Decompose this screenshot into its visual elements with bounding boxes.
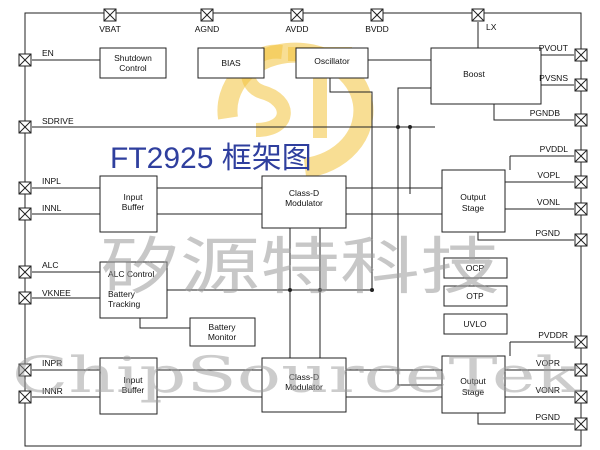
output-stage-right-block	[441, 355, 506, 414]
pin-inpr: INPR	[18, 358, 62, 377]
battery-tracking-label-2: Tracking	[108, 299, 141, 309]
pin-label-innl: INNL	[42, 203, 62, 213]
pin-bvdd: BVDD	[365, 8, 389, 34]
input-buffer-left-label-1: Input	[124, 192, 144, 202]
diagram-title: FT2925 框架图	[110, 142, 312, 175]
pin-label-innr: INNR	[42, 386, 63, 396]
pin-label-vbat: VBAT	[99, 24, 121, 34]
ocp-block	[443, 257, 508, 279]
pin-label-agnd: AGND	[195, 24, 220, 34]
watermark-english: ChipSourceTek	[12, 346, 581, 404]
bias-block	[197, 47, 265, 79]
alc-tracking-block	[99, 261, 168, 319]
pin-label-vonr: VONR	[535, 385, 560, 395]
pin-pvout: PVOUT	[539, 43, 588, 62]
pin-label-vknee: VKNEE	[42, 288, 71, 298]
input-buffer-right-label-1: Input	[124, 375, 144, 385]
pin-avdd: AVDD	[286, 8, 309, 34]
left-pins: EN SDRIVE INPL INNL ALC VKNEE	[18, 48, 74, 404]
alc-control-label: ALC Control	[108, 269, 154, 279]
pin-innr: INNR	[18, 386, 63, 404]
class-d-left-label-2: Modulator	[285, 198, 323, 208]
pin-vopr: VOPR	[536, 358, 588, 377]
pin-innl: INNL	[18, 203, 62, 221]
pin-lx: LX	[471, 8, 497, 32]
uvlo-block	[443, 313, 508, 335]
pin-label-pgnd-left: PGND	[535, 228, 560, 238]
pin-label-inpl: INPL	[42, 176, 61, 186]
output-stage-left-label-1: Output	[460, 192, 486, 202]
pin-vknee: VKNEE	[18, 288, 71, 305]
pin-sdrive: SDRIVE	[18, 116, 74, 134]
pin-agnd: AGND	[195, 8, 220, 34]
output-stage-right-label-1: Output	[460, 376, 486, 386]
pin-pvsns: PVSNS	[539, 73, 588, 92]
output-stage-left-block	[441, 169, 506, 233]
top-pins: VBAT AGND AVDD BVDD LX	[99, 8, 497, 34]
pin-label-pvout: PVOUT	[539, 43, 568, 53]
pin-vopl: VOPL	[537, 170, 588, 189]
pin-alc: ALC	[18, 260, 59, 279]
otp-label: OTP	[466, 291, 484, 301]
watermark-chinese: 矽源特科技	[100, 230, 500, 303]
signal-wires	[32, 22, 574, 425]
pin-label-vonl: VONL	[537, 197, 560, 207]
oscillator-block	[295, 47, 369, 79]
pin-label-vopl: VOPL	[537, 170, 560, 180]
pin-label-lx: LX	[486, 22, 497, 32]
pin-inpl: INPL	[18, 176, 61, 195]
shutdown-label-1: Shutdown	[114, 53, 152, 63]
boost-block	[430, 47, 542, 105]
pin-pvddr: PVDDR	[538, 330, 588, 349]
function-blocks	[99, 47, 542, 415]
pin-label-pvddl: PVDDL	[540, 144, 569, 154]
pin-label-sdrive: SDRIVE	[42, 116, 74, 126]
bias-label: BIAS	[221, 58, 241, 68]
pin-label-pgndb: PGNDB	[530, 108, 561, 118]
pin-en: EN	[18, 48, 54, 67]
block-labels: Shutdown Control BIAS Oscillator Boost I…	[108, 53, 487, 397]
input-buffer-left-block	[99, 175, 158, 233]
class-d-modulator-right-block	[261, 357, 347, 413]
class-d-right-label-2: Modulator	[285, 382, 323, 392]
battery-monitor-block	[189, 317, 256, 347]
otp-block	[443, 285, 508, 307]
right-pins: PVOUT PVSNS PGNDB PVDDL VOPL VONL	[530, 43, 588, 431]
shutdown-control-block	[99, 47, 167, 79]
input-buffer-left-label-2: Buffer	[122, 202, 145, 212]
pin-pvddl: PVDDL	[540, 144, 588, 163]
pin-label-en: EN	[42, 48, 54, 58]
junctions	[288, 125, 412, 292]
ocp-label: OCP	[466, 263, 485, 273]
pin-label-vopr: VOPR	[536, 358, 560, 368]
output-stage-left-label-2: Stage	[462, 203, 484, 213]
pin-vonl: VONL	[537, 197, 588, 216]
battery-monitor-label-1: Battery	[209, 322, 237, 332]
uvlo-label: UVLO	[463, 319, 487, 329]
oscillator-label: Oscillator	[314, 56, 350, 66]
pin-vbat: VBAT	[99, 8, 121, 34]
pin-pgnd-left: PGND	[535, 228, 588, 247]
pin-vonr: VONR	[535, 385, 588, 404]
pin-label-avdd: AVDD	[286, 24, 309, 34]
pin-label-pgnd-right: PGND	[535, 412, 560, 422]
pin-label-bvdd: BVDD	[365, 24, 389, 34]
boost-label: Boost	[463, 69, 485, 79]
input-buffer-right-block	[99, 357, 158, 415]
class-d-left-label-1: Class-D	[289, 188, 319, 198]
pin-pgndb: PGNDB	[530, 108, 588, 127]
class-d-modulator-left-block	[261, 175, 347, 229]
output-stage-right-label-2: Stage	[462, 387, 484, 397]
shutdown-label-2: Control	[119, 63, 147, 73]
battery-tracking-label-1: Battery	[108, 289, 136, 299]
pin-label-alc: ALC	[42, 260, 59, 270]
class-d-right-label-1: Class-D	[289, 372, 319, 382]
pin-label-pvddr: PVDDR	[538, 330, 568, 340]
battery-monitor-label-2: Monitor	[208, 332, 237, 342]
pin-label-pvsns: PVSNS	[539, 73, 568, 83]
pin-label-inpr: INPR	[42, 358, 62, 368]
input-buffer-right-label-2: Buffer	[122, 385, 145, 395]
pin-pgnd-right: PGND	[535, 412, 588, 431]
